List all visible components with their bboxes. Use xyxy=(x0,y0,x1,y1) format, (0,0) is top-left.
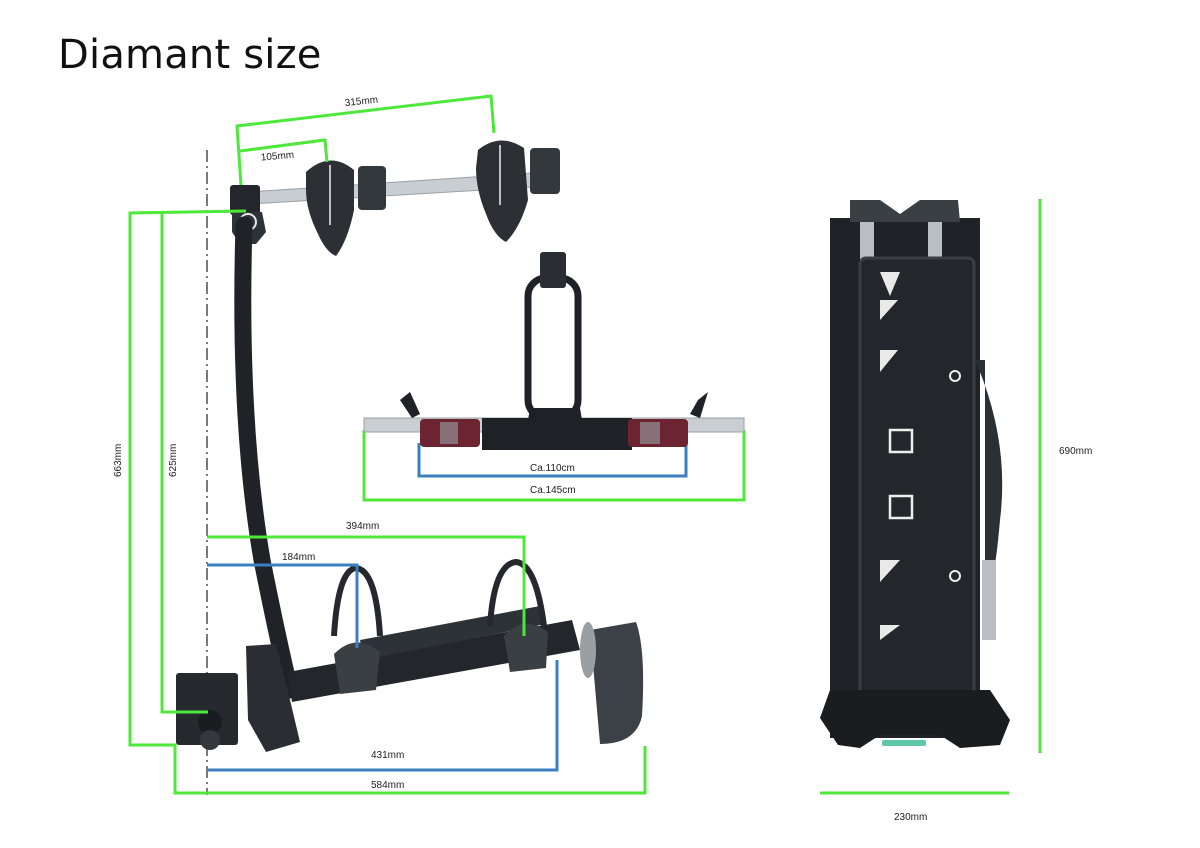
dim-label-145cm: Ca.145cm xyxy=(530,485,576,496)
folded-view: 690mm 230mm xyxy=(820,200,1092,823)
rear-view: Ca.110cm Ca.145cm xyxy=(363,252,745,496)
dim-label-690: 690mm xyxy=(1059,446,1092,457)
page-title: Diamant size xyxy=(58,32,322,78)
dimension-lines-green xyxy=(128,94,1042,795)
arm-crossbar xyxy=(230,140,560,256)
side-view: 315mm 105mm 663mm 625mm 394mm 184mm 431m… xyxy=(113,94,1042,795)
dim-label-625: 625mm xyxy=(168,444,179,477)
dim-label-315: 315mm xyxy=(344,95,378,109)
dim-label-584: 584mm xyxy=(371,780,404,791)
dim-label-394: 394mm xyxy=(346,521,379,532)
dim-label-105: 105mm xyxy=(260,150,294,164)
dim-label-110cm: Ca.110cm xyxy=(530,463,575,474)
dimension-lines-blue xyxy=(207,443,688,772)
dim-label-184: 184mm xyxy=(282,552,315,563)
base-assembly xyxy=(176,558,644,752)
dim-label-663: 663mm xyxy=(113,444,124,477)
support-arm xyxy=(234,216,299,699)
dim-label-431: 431mm xyxy=(371,750,404,761)
dim-label-230: 230mm xyxy=(894,812,927,823)
